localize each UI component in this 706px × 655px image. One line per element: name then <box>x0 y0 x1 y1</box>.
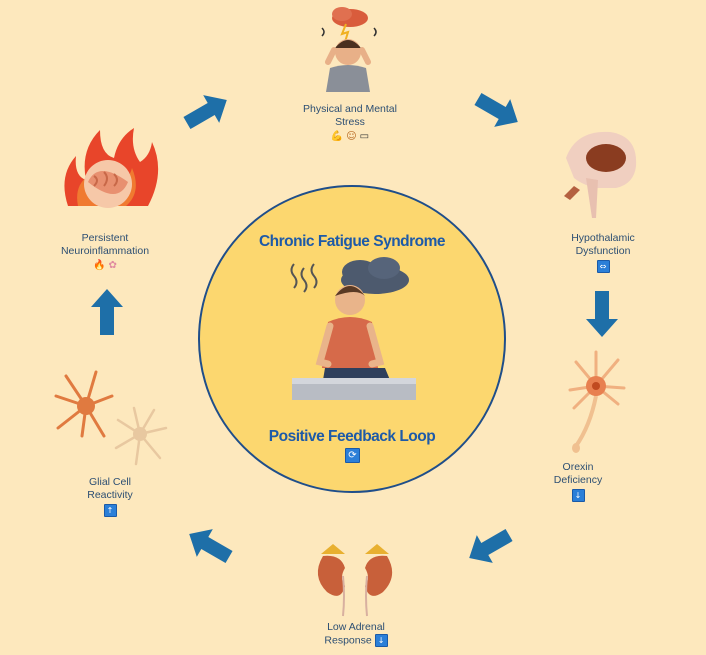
node-orexin-indicator: ↓ <box>571 489 585 502</box>
arrow-glial-to-neuroinflammation <box>91 289 123 335</box>
node-orexin-label: Orexin Deficiency ↓ <box>528 461 628 502</box>
node-glial-line2: Reactivity <box>87 489 133 501</box>
node-hypothalamic-indicator: ⇔ <box>596 260 610 273</box>
node-orexin-line2: Deficiency <box>553 474 603 486</box>
orexin-neuron-illustration <box>568 350 626 453</box>
inflamed-brain-illustration <box>64 128 159 208</box>
node-orexin-line1: Orexin <box>562 461 594 473</box>
node-adrenal-indicator: ↓ <box>374 634 388 647</box>
muscle-icon: 💪 <box>330 131 344 142</box>
refresh-icon: ⟳ <box>345 447 360 465</box>
center-subtitle: Positive Feedback Loop <box>268 428 436 445</box>
node-hypothalamic-line1: Hypothalamic <box>571 232 635 244</box>
node-glial-indicator: ↑ <box>103 504 117 517</box>
arrow-adrenal-to-glial <box>181 520 238 571</box>
node-adrenal-line2: Response <box>324 634 372 647</box>
kidneys-illustration <box>317 544 393 617</box>
center-title: Chronic Fatigue Syndrome <box>258 233 446 250</box>
node-hypothalamic-line2: Dysfunction <box>575 245 631 257</box>
node-adrenal-label: Low Adrenal Response ↓ <box>296 621 416 647</box>
arrow-hypothalamic-to-orexin <box>586 291 618 337</box>
stressed-person-illustration <box>321 7 377 92</box>
node-stress-line1: Physical and Mental <box>303 103 397 115</box>
node-adrenal-line1: Low Adrenal <box>327 621 385 633</box>
node-neuroinflammation-line1: Persistent <box>81 232 129 244</box>
node-stress-label: Physical and Mental Stress 💪 ☺ ▭ <box>290 103 410 143</box>
node-hypothalamic-label: Hypothalamic Dysfunction ⇔ <box>548 232 658 273</box>
arrow-stress-to-hypothalamic <box>469 85 526 136</box>
tired-person-illustration <box>290 257 416 400</box>
arrow-orexin-to-adrenal <box>461 521 518 572</box>
arrow-neuroinflammation-to-stress <box>178 86 235 137</box>
laptop-icon: ▭ <box>359 131 370 142</box>
hypothalamus-illustration <box>564 131 637 218</box>
node-stress-line2: Stress <box>335 116 365 128</box>
node-neuroinflammation-line2: Neuroinflammation <box>60 245 150 257</box>
node-neuroinflammation-label: Persistent Neuroinflammation 🔥 ✿ <box>50 232 160 272</box>
node-glial-line1: Glial Cell <box>88 476 131 488</box>
glial-cells-illustration <box>54 370 168 466</box>
fire-icon: 🔥 <box>93 260 106 271</box>
node-glial-label: Glial Cell Reactivity ↑ <box>60 476 160 517</box>
person-icon: ☺ <box>346 131 357 142</box>
brain-icon: ✿ <box>108 260 117 271</box>
